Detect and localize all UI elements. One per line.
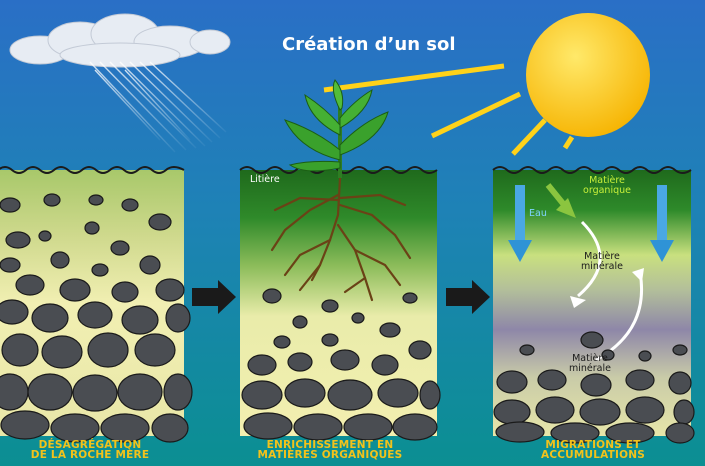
water-arrow-icon <box>508 185 674 262</box>
caption-panel-1-line-2: de la roche mère <box>30 449 150 461</box>
roots-icon <box>270 176 412 302</box>
organic-matter-label: Matière organique <box>572 176 642 196</box>
plant-icon <box>284 79 389 178</box>
mineral-matter-lower-label: Matière minérale <box>560 354 620 374</box>
mineral-matter-upper-line-2: minérale <box>581 261 623 272</box>
organic-matter-line-1: Matière <box>589 175 625 186</box>
caption-panel-3-line-2: accumulations <box>541 449 645 461</box>
organic-arrow-icon <box>545 183 576 218</box>
arrow-right-icon <box>192 280 236 314</box>
caption-panel-2-line-1: Enrichissement en <box>266 439 394 451</box>
caption-panel-3: Migrations et accumulations <box>493 439 693 461</box>
mineral-matter-lower-line-1: Matière <box>572 353 608 364</box>
mineral-matter-lower-line-2: minérale <box>569 363 611 374</box>
water-label: Eau <box>529 208 547 219</box>
mineral-matter-upper-label: Matière minérale <box>572 252 632 272</box>
rain-icon <box>89 61 227 153</box>
cloud-icon <box>9 13 231 68</box>
caption-panel-3-line-1: Migrations et <box>545 439 641 451</box>
sun-icon <box>323 13 650 156</box>
organic-matter-line-2: organique <box>583 185 631 196</box>
caption-panel-1: Désagrégation de la roche mère <box>0 439 190 461</box>
arrow-right-icon <box>446 280 490 314</box>
panel-3-soil <box>492 166 695 444</box>
mineral-matter-upper-line-1: Matière <box>584 251 620 262</box>
caption-panel-2: Enrichissement en matières organiques <box>230 439 430 461</box>
caption-panel-2-line-2: matières organiques <box>257 449 403 461</box>
panel-2-soil <box>239 79 441 441</box>
page-title: Création d’un sol <box>282 34 456 55</box>
panel-1-soil <box>0 166 193 443</box>
caption-panel-1-line-1: Désagrégation <box>38 439 142 451</box>
litter-label: Litière <box>250 174 280 185</box>
